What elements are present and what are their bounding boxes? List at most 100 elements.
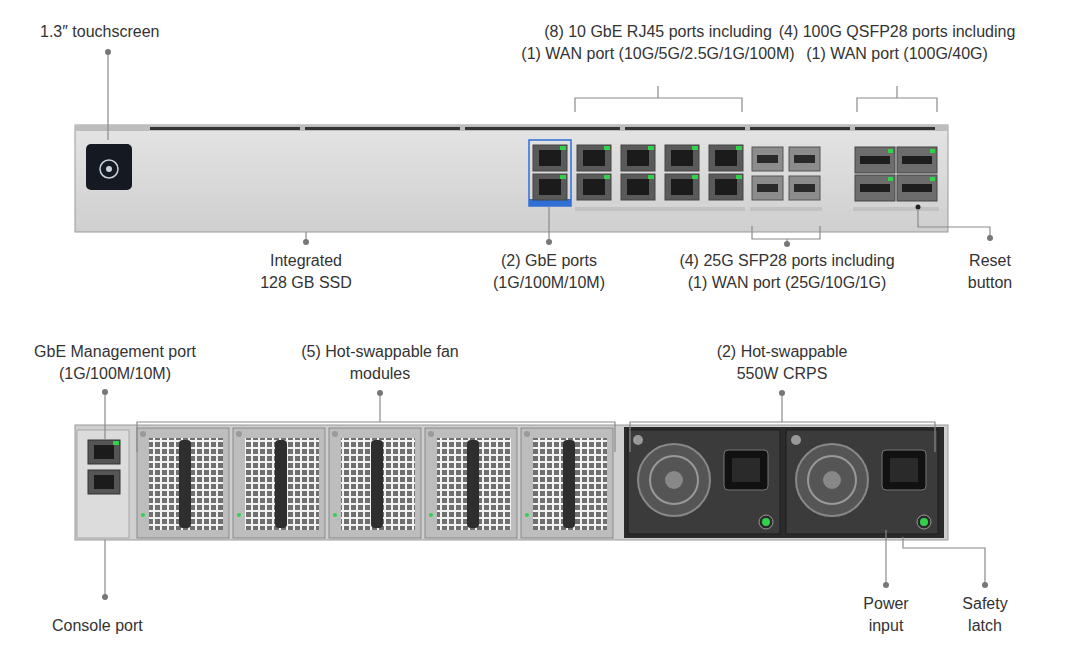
qsfp28-slot (902, 156, 932, 164)
fan-screw (332, 431, 338, 437)
callout-label: (5) Hot-swappable fan modules (301, 341, 458, 385)
psu-led (920, 518, 928, 526)
fan-handle (179, 440, 191, 528)
touchscreen-icon (100, 160, 118, 178)
rj45-shell (709, 145, 743, 171)
fan-handle (371, 440, 383, 528)
reset-hole (916, 205, 921, 210)
fan-frame (233, 428, 325, 538)
port-strip (853, 207, 939, 211)
psu-body (786, 430, 938, 534)
fan-screw (140, 431, 146, 437)
vent-bar (855, 127, 935, 130)
label-line: (4) 25G SFP28 ports including (679, 250, 894, 272)
rj45-port (621, 145, 655, 171)
psu-fan-hub (665, 471, 683, 489)
rj45-shell (533, 145, 567, 171)
shadow-mode-outline (529, 140, 571, 206)
label-line: GbE Management port (34, 341, 196, 363)
vent-bar (465, 127, 620, 130)
label-line: Power (863, 593, 908, 615)
rj45-port (533, 145, 567, 171)
vent-bar (750, 127, 850, 130)
fan-grille (533, 438, 607, 530)
callout-label: (8) 10 GbE RJ45 ports including (1) WAN … (521, 21, 794, 65)
qsfp28-cage (855, 175, 895, 201)
fan-module (425, 428, 517, 538)
sfp28-shell (789, 176, 820, 200)
port-led (560, 146, 566, 150)
label-line: Reset (968, 250, 1012, 272)
qsfp28-slot (902, 184, 932, 192)
qsfp28-shell (855, 175, 895, 201)
port-strip (575, 207, 745, 211)
qsfp28-cage (897, 175, 937, 201)
label-line: (2) Hot-swappable (717, 341, 848, 363)
label-line: 1.3″ touchscreen (40, 21, 160, 43)
qsfp28-slot (860, 156, 890, 164)
fan-module (137, 428, 229, 538)
label-line: input (863, 615, 908, 637)
safety-latch (917, 515, 931, 529)
port-led (888, 149, 893, 153)
sfp28-slot (757, 155, 778, 163)
qsfp28-cage (855, 147, 895, 173)
fan-grille (245, 438, 319, 530)
port-led (648, 175, 654, 179)
label-line: 550W CRPS (717, 363, 848, 385)
callout-label: Power input (863, 593, 908, 637)
rear-panel (75, 425, 948, 540)
rj45-shell (709, 174, 743, 200)
rj45-shell (533, 174, 567, 200)
power-socket (882, 450, 926, 490)
fan-module (233, 428, 325, 538)
management-port (88, 440, 120, 464)
power-socket-inner (732, 458, 760, 482)
label-line: (1) WAN port (25G/10G/1G) (679, 272, 894, 294)
device-details (88, 127, 938, 538)
qsfp28-shell (897, 147, 937, 173)
rj45-port (709, 145, 743, 171)
port-led (604, 175, 610, 179)
sfp28-cage (752, 176, 783, 200)
psu-led (762, 518, 770, 526)
front-panel (75, 125, 948, 232)
callout-label: 1.3″ touchscreen (40, 21, 160, 43)
fan-led (333, 513, 337, 517)
qsfp28-slot (860, 184, 890, 192)
rj45-shell (577, 174, 611, 200)
fan-frame (521, 428, 613, 538)
label-line: latch (962, 615, 1007, 637)
rj45-socket (671, 150, 693, 166)
power-socket (724, 450, 768, 490)
fan-frame (329, 428, 421, 538)
port-led (736, 175, 742, 179)
label-line: modules (301, 363, 458, 385)
fan-grille (437, 438, 511, 530)
fan-screw (524, 431, 530, 437)
port-led (888, 177, 893, 181)
rj45-port (665, 174, 699, 200)
label-line: (1) WAN port (10G/5G/2.5G/1G/100M) (521, 43, 794, 65)
console-port (88, 470, 120, 494)
rj45-port (577, 174, 611, 200)
leader-lines (105, 52, 990, 597)
qsfp28-cage (897, 147, 937, 173)
vent-bar (150, 127, 300, 130)
sfp28-shell (789, 147, 820, 171)
sfp28-cage (752, 147, 783, 171)
fan-frame (137, 428, 229, 538)
port-led (648, 146, 654, 150)
callout-label: Console port (52, 615, 143, 637)
port-led (692, 175, 698, 179)
rj45-port (533, 174, 567, 200)
label-line: (1) WAN port (100G/40G) (779, 43, 1016, 65)
rj45-shell (665, 145, 699, 171)
fan-led (525, 513, 529, 517)
rj45-socket (715, 150, 737, 166)
fan-handle (275, 440, 287, 528)
port-led (113, 441, 119, 445)
sfp28-slot (794, 184, 815, 192)
qsfp28-shell (897, 175, 937, 201)
